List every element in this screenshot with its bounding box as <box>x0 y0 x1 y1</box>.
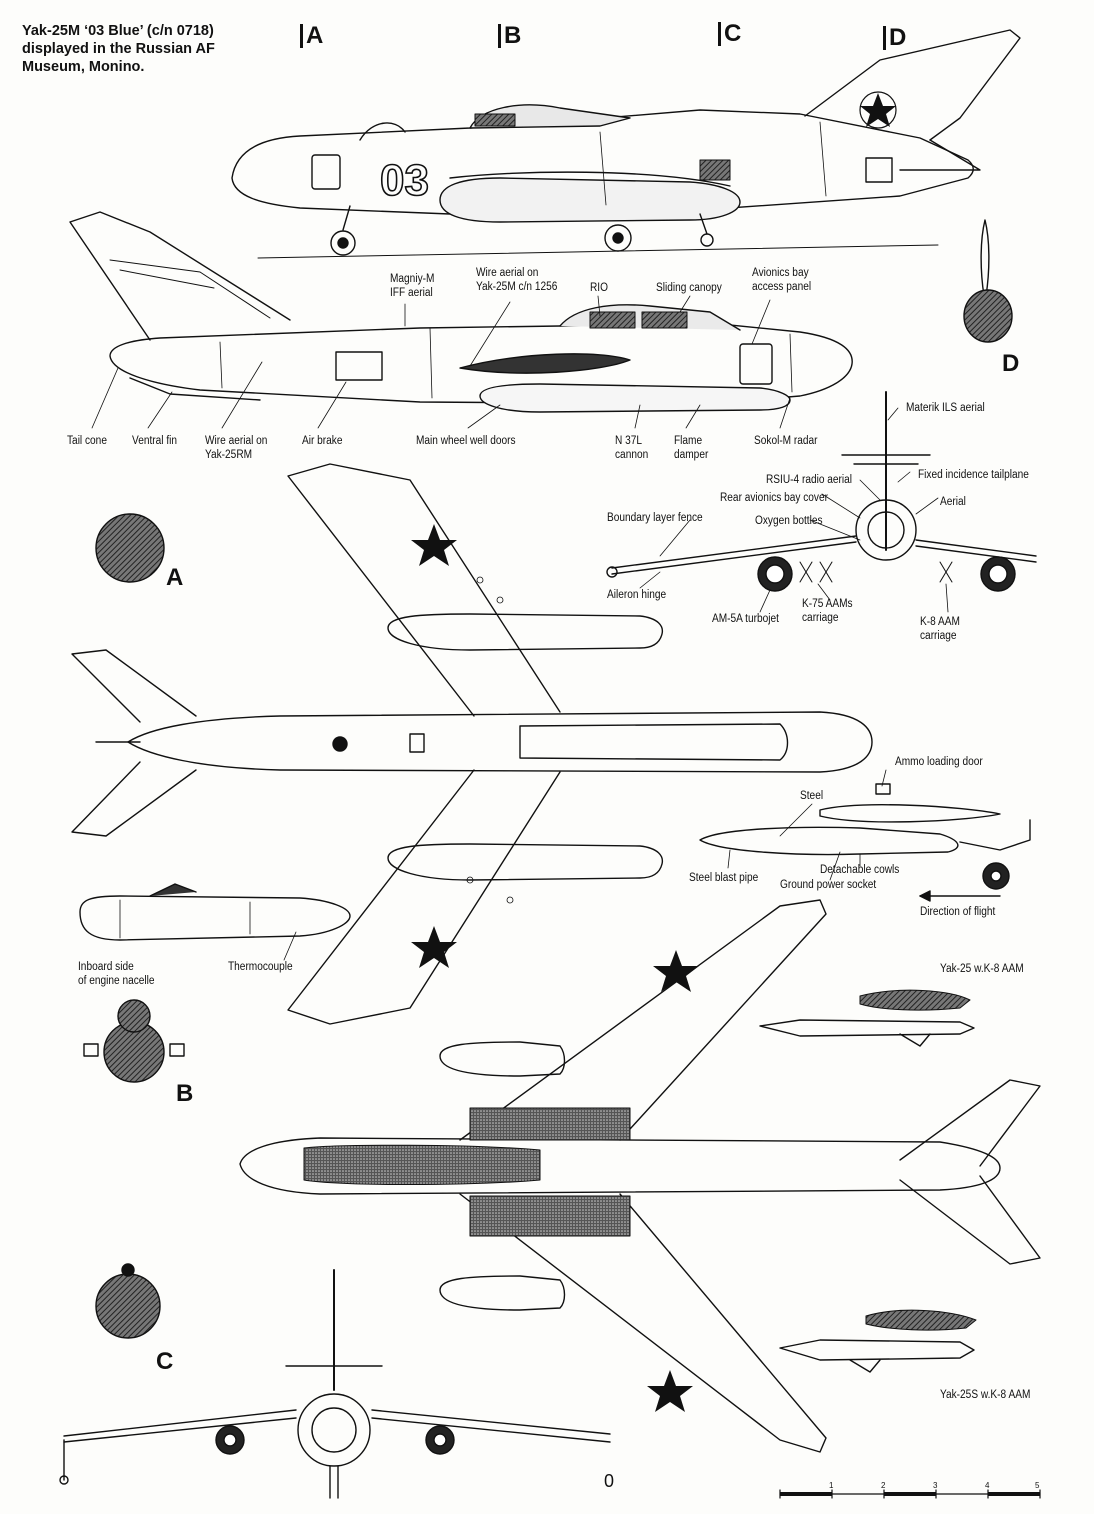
scale-tick-1: 1 <box>829 1481 834 1490</box>
section-label-d: D <box>1002 350 1020 377</box>
label-avionics-bay: Avionics bay access panel <box>752 267 812 293</box>
label-ventral-fin: Ventral fin <box>132 435 178 447</box>
section-a-drawing <box>95 513 165 583</box>
scale-zero: 0 <box>604 1471 615 1491</box>
label-yak25s-k8: Yak-25S w.K-8 AAM <box>940 1389 1031 1401</box>
scale-tick-5: 5 <box>1035 1481 1040 1490</box>
section-d-drawing <box>963 219 1013 343</box>
section-marker-b: B <box>498 24 521 48</box>
lower-wing-star-icon <box>647 950 699 1412</box>
fuselage-code: 03 <box>380 156 429 205</box>
label-materik-ils: Materik ILS aerial <box>906 402 985 414</box>
scale-tick-2: 2 <box>881 1481 886 1490</box>
section-marker-d: D <box>883 26 906 50</box>
drawing-title: Yak-25M ‘03 Blue’ (c/n 0718) displayed i… <box>22 23 215 75</box>
k8-missile-upper <box>759 989 975 1047</box>
label-cowls: Detachable cowls <box>820 864 900 876</box>
section-label-c: C <box>156 1348 174 1375</box>
label-wire-aerial-25rm: Wire aerial on Yak-25RM <box>205 435 268 461</box>
label-air-brake: Air brake <box>302 435 343 447</box>
label-k75: K-75 AAMs carriage <box>802 598 853 624</box>
label-tailplane: Fixed incidence tailplane <box>918 469 1029 481</box>
plan-view-lower <box>239 899 1041 1453</box>
wing-star-icon <box>411 524 457 968</box>
side-view-profile <box>69 211 853 429</box>
section-c-drawing <box>95 1263 161 1339</box>
label-rio: RIO <box>590 282 608 294</box>
label-blast-pipe: Steel blast pipe <box>689 872 759 884</box>
front-view-upper <box>606 391 1037 613</box>
section-marker-c: C <box>718 22 741 46</box>
label-k8-carriage: K-8 AAM carriage <box>920 616 960 642</box>
section-marker-a: A <box>300 24 323 48</box>
label-sliding-canopy: Sliding canopy <box>656 282 722 294</box>
nacelle-detail <box>699 769 1031 902</box>
label-inboard-nacelle: Inboard side of engine nacelle <box>78 961 155 987</box>
side-view-top <box>231 29 1021 259</box>
scale-bar <box>779 1489 1041 1499</box>
label-magniy-iff: Magniy-M IFF aerial <box>390 273 435 299</box>
engine-nacelle-inboard <box>79 883 351 961</box>
label-sokol-radar: Sokol-M radar <box>754 435 818 447</box>
k8-missile-lower <box>779 1309 977 1373</box>
fin-star-icon <box>859 91 897 129</box>
section-label-b: B <box>176 1080 194 1107</box>
label-tail-cone: Tail cone <box>67 435 107 447</box>
label-boundary-fence: Boundary layer fence <box>607 512 703 524</box>
scale-tick-4: 4 <box>985 1481 990 1490</box>
section-label-a: A <box>166 564 184 591</box>
label-ground-power: Ground power socket <box>780 879 877 891</box>
label-oxygen: Oxygen bottles <box>755 515 823 527</box>
label-cannon: N 37L cannon <box>615 435 649 461</box>
plan-view-upper <box>71 463 873 1025</box>
label-rear-avionics: Rear avionics bay cover <box>720 492 829 504</box>
label-thermocouple: Thermocouple <box>228 961 293 973</box>
label-ammo-door: Ammo loading door <box>895 756 983 768</box>
label-am5a: AM-5A turbojet <box>712 613 779 625</box>
scale-tick-3: 3 <box>933 1481 938 1490</box>
label-wheel-doors: Main wheel well doors <box>416 435 516 447</box>
label-yak25-k8: Yak-25 w.K-8 AAM <box>940 963 1024 975</box>
front-view-lower <box>59 1269 611 1499</box>
section-b-drawing <box>83 999 185 1083</box>
label-direction: Direction of flight <box>920 906 996 918</box>
label-rsiu-radio: RSIU-4 radio aerial <box>766 474 853 486</box>
label-aileron-hinge: Aileron hinge <box>607 589 667 601</box>
label-steel: Steel <box>800 790 824 802</box>
label-aerial: Aerial <box>940 496 966 508</box>
label-wire-aerial-25m: Wire aerial on Yak-25M c/n 1256 <box>476 267 558 293</box>
label-flame-damper: Flame damper <box>674 435 709 461</box>
